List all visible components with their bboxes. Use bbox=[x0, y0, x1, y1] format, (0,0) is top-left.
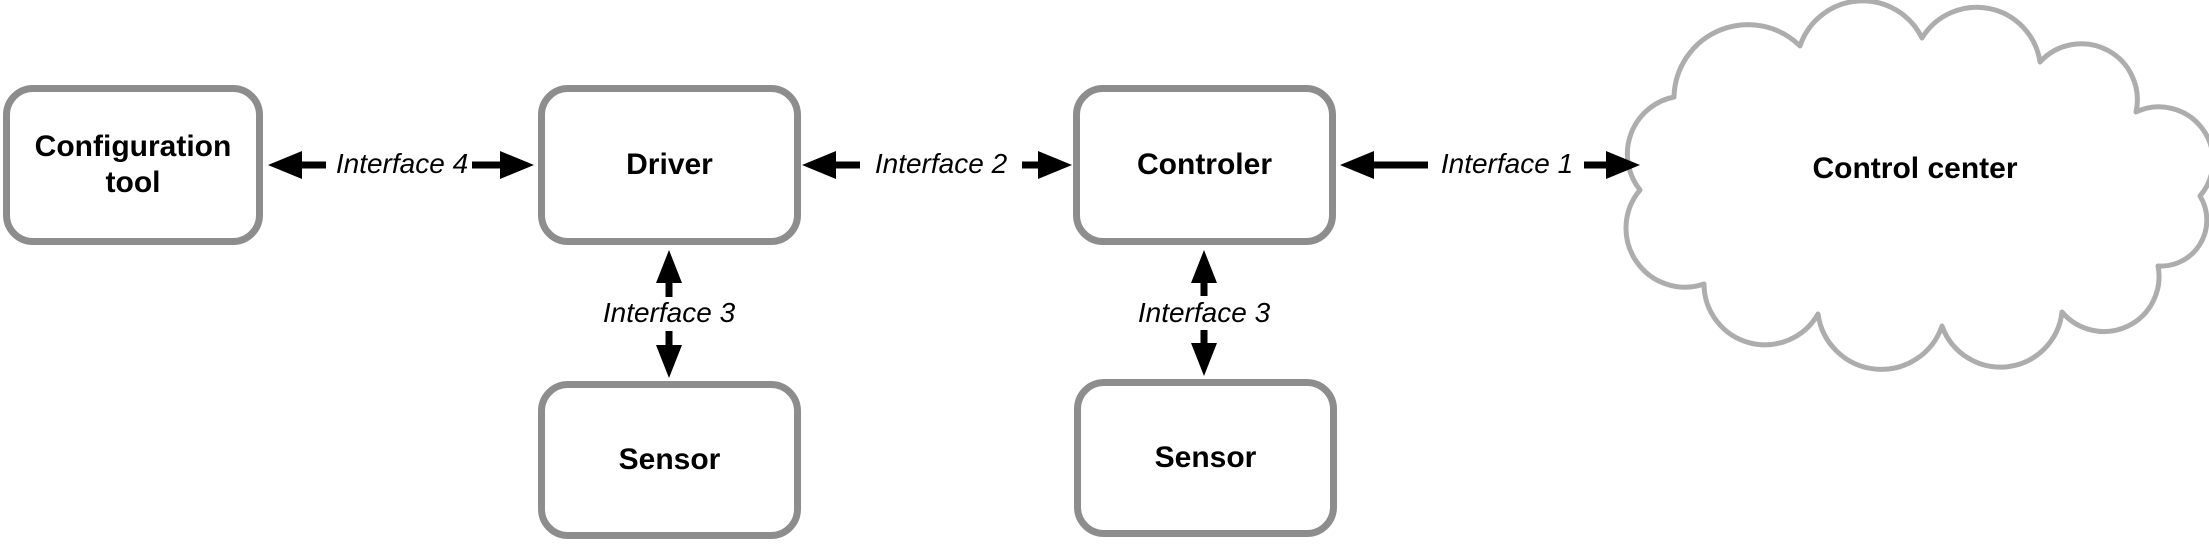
interface-2-right-arrow-tail bbox=[1022, 161, 1042, 169]
interface-4-label: Interface 4 bbox=[335, 148, 469, 179]
controler-label: Controler bbox=[1137, 148, 1272, 181]
interface-4-right-arrowhead bbox=[500, 151, 534, 179]
interface-3-controler-connector bbox=[1191, 250, 1217, 376]
node-driver: Driver bbox=[538, 85, 801, 245]
interface-3-driver-down-arrow-tail bbox=[665, 331, 673, 347]
interface-3-controler-label: Interface 3 bbox=[1137, 297, 1271, 328]
interface-3-controler-up-arrowhead bbox=[1191, 250, 1217, 283]
sensor-label: Sensor bbox=[618, 443, 721, 476]
interface-1-left-arrow-tail bbox=[1371, 161, 1428, 169]
interface-3-controler-down-arrow-tail bbox=[1200, 330, 1208, 345]
interface-3-controler-up-arrow-tail bbox=[1200, 280, 1208, 296]
interface-2-left-arrow-tail bbox=[833, 161, 860, 169]
interface-2-right-arrowhead bbox=[1038, 151, 1072, 179]
node-sensor-under-driver: Sensor bbox=[538, 381, 801, 539]
node-controler: Controler bbox=[1073, 85, 1336, 245]
interface-2-label: Interface 2 bbox=[874, 148, 1008, 179]
control-center-cloud bbox=[1623, 0, 2209, 372]
node-configuration-tool: Configuration tool bbox=[3, 85, 263, 245]
interface-4-connector bbox=[268, 151, 534, 179]
sensor-label: Sensor bbox=[1154, 441, 1257, 474]
node-sensor-under-controler: Sensor bbox=[1074, 379, 1337, 537]
interface-3-driver-label: Interface 3 bbox=[602, 297, 736, 328]
interface-2-left-arrowhead bbox=[802, 151, 836, 179]
interface-1-right-arrow-tail bbox=[1584, 161, 1609, 169]
control-center-label: Control center bbox=[1812, 152, 2018, 185]
interface-3-driver-up-arrowhead bbox=[656, 250, 682, 283]
interface-2-connector bbox=[802, 151, 1072, 179]
driver-label: Driver bbox=[626, 148, 713, 181]
interface-3-driver-up-arrow-tail bbox=[665, 280, 673, 297]
interface-4-left-arrow-tail bbox=[299, 161, 326, 169]
configuration-tool-label: Configuration tool bbox=[34, 130, 232, 199]
interface-4-left-arrowhead bbox=[268, 151, 302, 179]
interface-1-label: Interface 1 bbox=[1440, 148, 1574, 179]
interface-3-controler-down-arrowhead bbox=[1191, 343, 1217, 376]
interface-1-connector bbox=[1340, 151, 1640, 179]
interface-1-right-arrowhead bbox=[1606, 151, 1640, 179]
interface-1-left-arrowhead bbox=[1340, 151, 1374, 179]
interface-3-driver-connector bbox=[656, 250, 682, 378]
interface-4-right-arrow-tail bbox=[472, 161, 500, 169]
interface-3-driver-down-arrowhead bbox=[656, 345, 682, 378]
